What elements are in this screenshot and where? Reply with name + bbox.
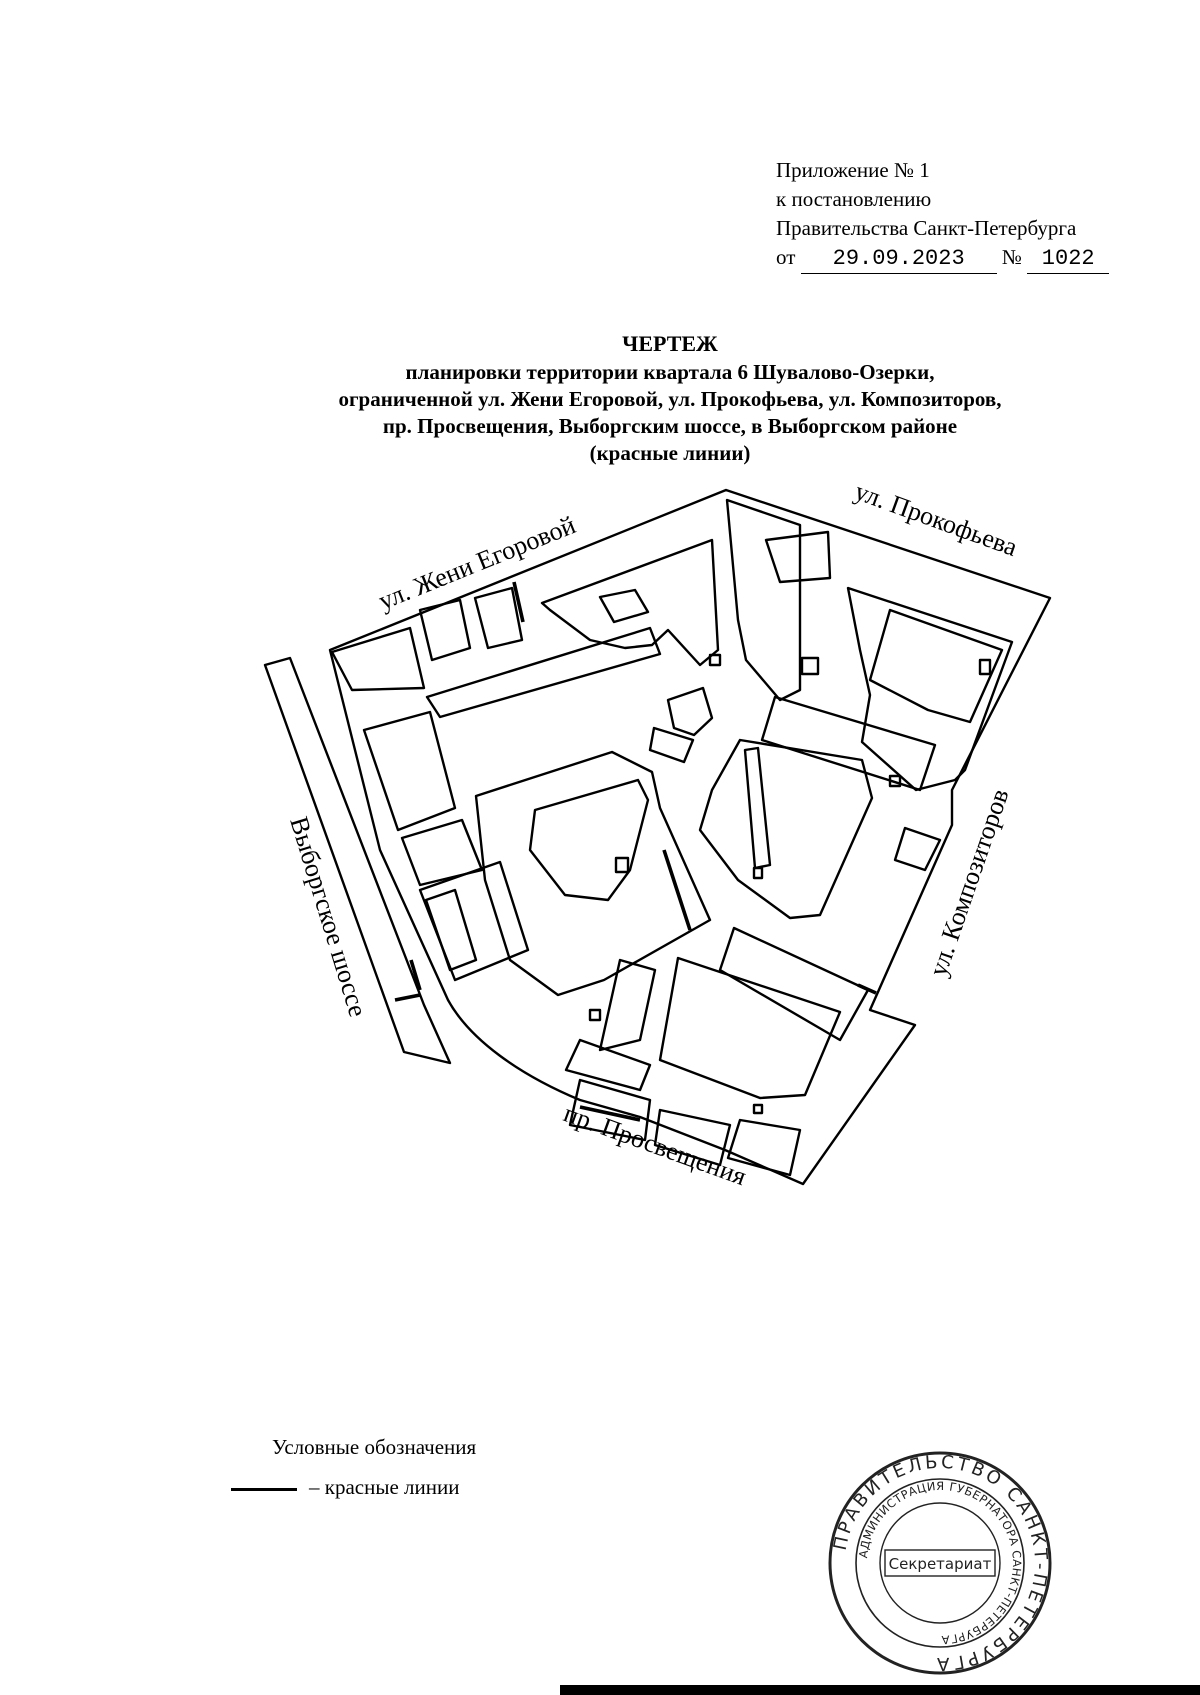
plot bbox=[540, 538, 720, 667]
building bbox=[528, 778, 650, 902]
legend-title: Условные обозначения bbox=[272, 1435, 477, 1459]
title-line-2: ограниченной ул. Жени Егоровой, ул. Прок… bbox=[338, 387, 1002, 411]
vyborgskoe-shosse-strip bbox=[263, 656, 452, 1065]
seal-outer-ring bbox=[828, 1451, 1052, 1675]
plot bbox=[598, 958, 657, 1052]
number-value: 1022 bbox=[1027, 244, 1110, 274]
attachment-line-2: к постановлению bbox=[776, 187, 932, 211]
plot bbox=[473, 586, 524, 650]
plot bbox=[425, 626, 662, 719]
plot bbox=[893, 826, 942, 872]
legend-red-lines-label: – красные линии bbox=[309, 1475, 460, 1499]
plot bbox=[418, 598, 472, 662]
red-line-segment bbox=[394, 993, 421, 1002]
plot bbox=[568, 1078, 652, 1142]
street-label-prokofieva: ул. Прокофьева bbox=[851, 476, 1022, 562]
plot bbox=[330, 626, 426, 692]
red-line-segment bbox=[512, 581, 525, 623]
red-line-segment bbox=[662, 849, 692, 931]
plot bbox=[868, 608, 1004, 724]
plot bbox=[725, 498, 802, 702]
street-label-prosveshcheniya: пр. Просвещения bbox=[560, 1098, 750, 1191]
building bbox=[598, 588, 650, 624]
street-label-kompozitorov: ул. Композиторов bbox=[923, 785, 1014, 980]
marker bbox=[614, 856, 630, 874]
legend-red-line-sample bbox=[231, 1488, 297, 1491]
plot bbox=[764, 530, 832, 584]
title-line-3: пр. Просвещения, Выборгским шоссе, в Выб… bbox=[382, 414, 958, 438]
plot bbox=[726, 1118, 802, 1177]
footer-scan-bar bbox=[560, 1685, 1200, 1695]
seal-center-text: Секретариат bbox=[889, 1555, 992, 1573]
marker bbox=[708, 653, 722, 667]
red-line-segment bbox=[579, 1105, 641, 1122]
title-line-4: (красные линии) bbox=[589, 441, 751, 465]
date-prefix: от bbox=[776, 245, 796, 269]
number-prefix: № bbox=[1001, 245, 1022, 269]
attachment-header: Приложение № 1 к постановлению Правитель… bbox=[776, 156, 1116, 274]
plot bbox=[658, 956, 842, 1100]
attachment-line-3: Правительства Санкт-Петербурга bbox=[776, 216, 1077, 240]
plot bbox=[760, 695, 937, 792]
marker bbox=[800, 656, 820, 676]
building bbox=[666, 686, 714, 737]
plot bbox=[424, 888, 478, 972]
seal-mid-ring bbox=[855, 1478, 1025, 1648]
attachment-line-1: Приложение № 1 bbox=[776, 158, 930, 182]
plots bbox=[330, 498, 1014, 1177]
official-seal-stamp: ПРАВИТЕЛЬСТВО САНКТ-ПЕТЕРБУРГА АДМИНИСТР… bbox=[828, 1451, 1052, 1675]
plot bbox=[846, 586, 1014, 792]
marker bbox=[588, 1008, 602, 1022]
title-line-1: планировки территории квартала 6 Шувалов… bbox=[405, 360, 935, 384]
marker bbox=[752, 866, 764, 880]
seal-inner-ring bbox=[879, 1502, 1001, 1624]
attachment-date-line: от 29.09.2023 № 1022 bbox=[776, 243, 1116, 274]
marker bbox=[978, 658, 992, 676]
red-line-segment bbox=[409, 959, 422, 991]
block-outer-boundary bbox=[328, 488, 1052, 1186]
document-title: ЧЕРТЕЖ планировки территории квартала 6 … bbox=[220, 330, 1120, 467]
plot bbox=[698, 738, 874, 920]
date-value: 29.09.2023 bbox=[800, 244, 997, 274]
marker bbox=[888, 774, 902, 788]
plot bbox=[474, 750, 712, 997]
marker bbox=[752, 1103, 764, 1115]
plot bbox=[400, 818, 484, 887]
seal-center-box bbox=[884, 1549, 996, 1577]
plot bbox=[718, 926, 870, 1042]
building bbox=[648, 726, 695, 764]
plot bbox=[743, 746, 772, 870]
plot bbox=[653, 1108, 732, 1167]
plot bbox=[564, 1038, 652, 1092]
title-main: ЧЕРТЕЖ bbox=[622, 331, 718, 356]
plot bbox=[362, 710, 457, 832]
